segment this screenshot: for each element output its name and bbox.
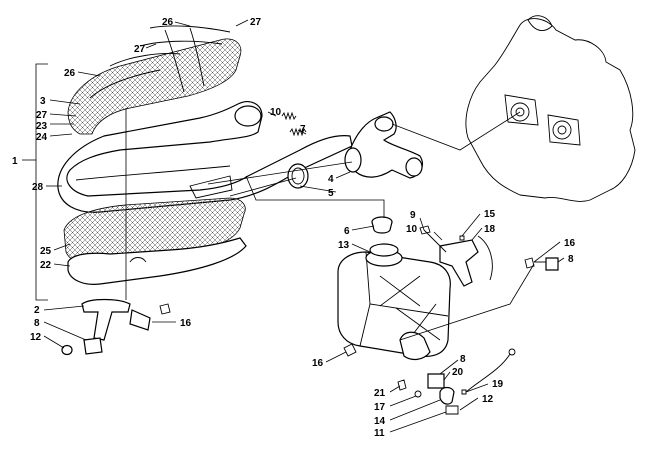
- callout-21: 21: [374, 388, 386, 399]
- silencer: [337, 243, 451, 361]
- callout-19: 19: [492, 379, 504, 390]
- callout-18: 18: [484, 224, 496, 235]
- callout-12-bottom: 12: [482, 394, 494, 405]
- exhaust-gasket: [287, 163, 309, 189]
- left-mount-bracket: [61, 298, 171, 356]
- callout-10-top: 10: [270, 107, 282, 118]
- lower-silencer-hardware: [343, 343, 516, 415]
- callout-16-left: 16: [180, 318, 192, 329]
- callout-4: 4: [328, 174, 334, 185]
- callout-6: 6: [344, 226, 350, 237]
- callout-26-top: 26: [162, 17, 174, 28]
- callout-14: 14: [374, 416, 386, 427]
- callout-24: 24: [36, 132, 48, 143]
- right-mount-hardware: [524, 257, 559, 271]
- callout-27-top: 27: [250, 17, 262, 28]
- callout-16-bottom: 16: [312, 358, 324, 369]
- upper-heat-shield: [67, 25, 242, 135]
- leader-lines: [43, 19, 565, 433]
- lower-heat-shield: [63, 197, 247, 285]
- callout-8-left: 8: [34, 318, 40, 329]
- callout-12-left: 12: [30, 332, 42, 343]
- callout-1: 1: [12, 156, 18, 167]
- callout-15: 15: [484, 209, 496, 220]
- callout-2: 2: [34, 305, 40, 316]
- callout-8-bottom: 8: [460, 354, 466, 365]
- callout-26-left: 26: [64, 68, 76, 79]
- callout-10-right: 10: [406, 224, 418, 235]
- callout-5: 5: [328, 188, 334, 199]
- callout-11: 11: [374, 428, 385, 439]
- callout-22: 22: [40, 260, 52, 271]
- expansion-chamber: [57, 101, 353, 213]
- exhaust-y-pipe: [344, 111, 423, 179]
- exhaust-springs: [281, 111, 307, 137]
- assembly-lines: [125, 108, 535, 341]
- engine-outline: [465, 15, 636, 202]
- callout-labels: 26 27 27 26 3 27 23 24 1 28 25 22 10 7 4…: [12, 17, 576, 439]
- callout-20: 20: [452, 367, 464, 378]
- callout-27-mid: 27: [134, 44, 146, 55]
- bracket-1: [22, 63, 48, 301]
- callout-8-right: 8: [568, 254, 574, 265]
- callout-9: 9: [410, 210, 416, 221]
- callout-28: 28: [32, 182, 44, 193]
- callout-17: 17: [374, 402, 386, 413]
- callout-25: 25: [40, 246, 52, 257]
- callout-3: 3: [40, 96, 46, 107]
- silencer-mount-bracket: [419, 225, 493, 287]
- silencer-grommet: [371, 216, 393, 234]
- callout-27-left: 27: [36, 110, 48, 121]
- callout-16-right: 16: [564, 238, 576, 249]
- callout-13: 13: [338, 240, 350, 251]
- callout-23: 23: [36, 121, 48, 132]
- callout-7: 7: [300, 124, 306, 135]
